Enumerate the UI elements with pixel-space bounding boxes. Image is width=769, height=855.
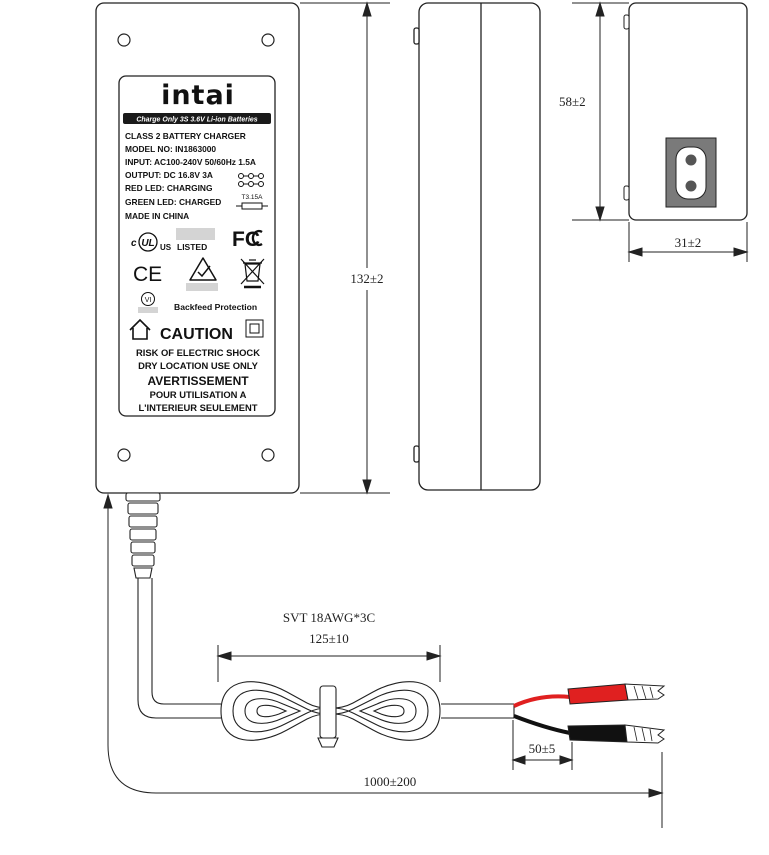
width-dimension [627, 222, 749, 262]
height-value: 58±2 [559, 94, 586, 109]
screw-hole-top-left [117, 33, 131, 47]
ul-listed-mark: UL c US LISTED [131, 228, 215, 252]
cable-length-dimension [103, 493, 664, 828]
avert-line: L'INTERIEUR SEULEMENT [139, 402, 258, 413]
height-dimension [572, 1, 629, 222]
red-lead [513, 694, 571, 708]
screw-hole-bottom-right [261, 448, 275, 462]
label-lines: CLASS 2 BATTERY CHARGER MODEL NO: IN1863… [125, 131, 256, 221]
avertissement-heading: AVERTISSEMENT [147, 374, 249, 388]
backfeed-text: Backfeed Protection [174, 302, 257, 312]
brand-logo: intai [161, 80, 235, 111]
rating-label [118, 75, 276, 417]
efficiency-level: VI [145, 297, 152, 304]
label-line: MODEL NO: IN1863000 [125, 144, 216, 154]
home-icon [129, 318, 151, 340]
svg-text:UL: UL [141, 238, 154, 249]
black-lead [513, 714, 571, 735]
svg-text:c: c [131, 238, 137, 249]
black-clip [567, 724, 666, 744]
front-view: intai Charge Only 3S 3.6V Li-ion Batteri… [95, 2, 300, 494]
clip-lead-dimension [511, 720, 574, 770]
caution-line: DRY LOCATION USE ONLY [138, 360, 259, 371]
avert-line: POUR UTILISATION A [150, 389, 247, 400]
screw-hole-top-right [261, 33, 275, 47]
length-value: 132±2 [350, 271, 383, 286]
clip-lead-value: 50±5 [529, 741, 556, 756]
fuse-icon [236, 202, 268, 210]
end-body [628, 2, 748, 221]
label-line: RED LED: CHARGING [125, 183, 212, 193]
rcm-hatch [186, 283, 218, 291]
cable-length-value: 1000±200 [364, 774, 417, 789]
cable-spec: SVT 18AWG*3C [283, 610, 375, 625]
length-dimension [300, 1, 390, 495]
label-line: OUTPUT: DC 16.8V 3A [125, 170, 213, 180]
screw-hole-bottom-left [117, 448, 131, 462]
double-insulation-icon [245, 319, 264, 338]
cable-tie [317, 685, 339, 748]
weee-bin-icon [240, 258, 265, 289]
fcc-c-icon [251, 229, 263, 247]
side-view [413, 2, 541, 491]
efficiency-mark [141, 292, 155, 306]
efficiency-hatch [138, 307, 158, 313]
ac-inlet-pin-icon [685, 154, 697, 166]
red-clip [567, 683, 666, 705]
end-view [623, 2, 748, 221]
dc-cable [137, 578, 515, 719]
ac-inlet-socket [675, 146, 707, 200]
label-line: GREEN LED: CHARGED [125, 197, 221, 207]
width-value: 31±2 [675, 235, 702, 250]
tagline: Charge Only 3S 3.6V Li-ion Batteries [136, 117, 257, 124]
coil-value: 125±10 [309, 631, 349, 646]
label-line: INPUT: AC100-240V 50/60Hz 1.5A [125, 157, 256, 167]
cable-coil [220, 681, 441, 741]
coil-dimension [216, 645, 442, 682]
ac-inlet-pin-icon [685, 180, 697, 192]
svg-text:LISTED: LISTED [177, 242, 207, 252]
end-tab [623, 14, 630, 30]
end-tab [623, 185, 630, 201]
svg-text:US: US [160, 243, 172, 252]
fuse-rating: T3.15A [242, 194, 264, 201]
ce-mark: CE [133, 263, 162, 286]
caution-heading: CAUTION [160, 326, 233, 343]
label-line: CLASS 2 BATTERY CHARGER [125, 131, 246, 141]
label-line: MADE IN CHINA [125, 211, 189, 221]
polarity-icon [238, 173, 264, 187]
tagline-bar [123, 113, 271, 124]
strain-relief [125, 492, 161, 579]
caution-line: RISK OF ELECTRIC SHOCK [136, 347, 260, 358]
rcm-mark [189, 257, 217, 281]
